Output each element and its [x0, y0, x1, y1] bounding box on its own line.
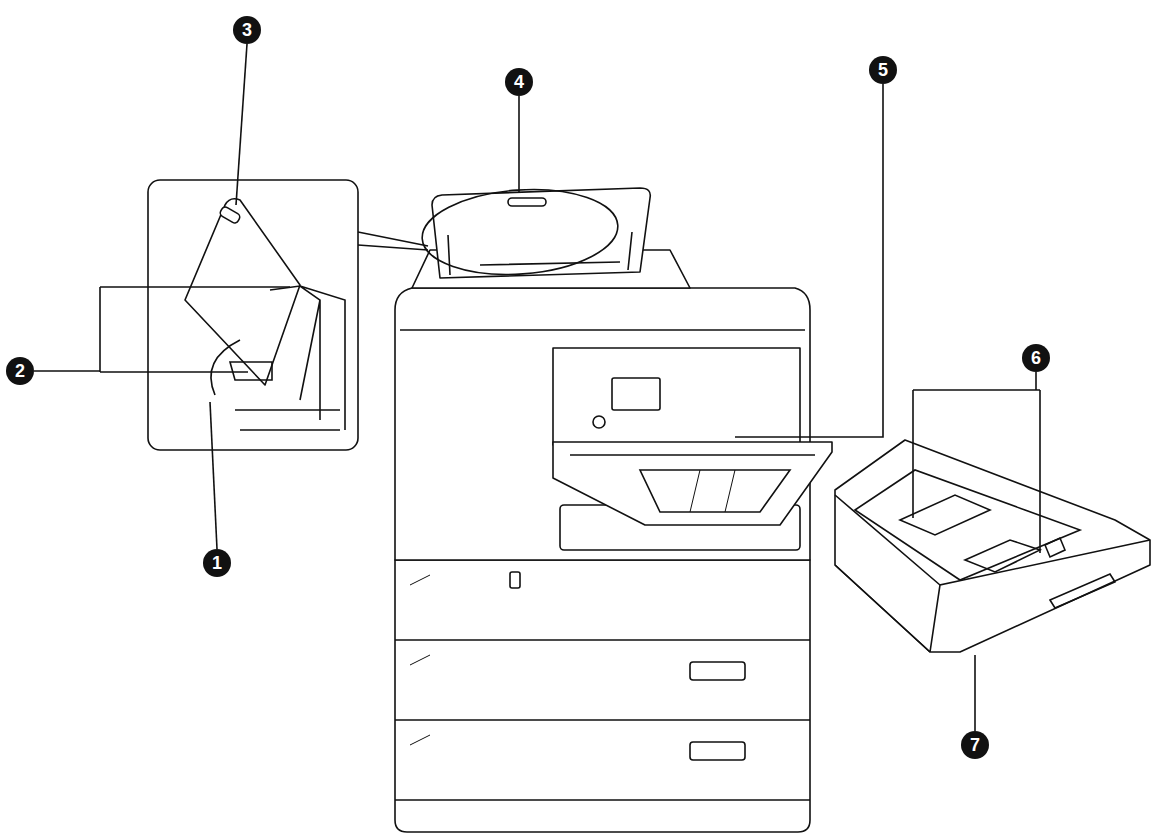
- callout-number: 2: [6, 357, 34, 385]
- printer-body: [395, 288, 832, 832]
- callout-number: 3: [233, 16, 261, 44]
- callout-number: 7: [961, 731, 989, 759]
- rear-paper-feeder: [412, 183, 690, 288]
- callout-number: 5: [869, 56, 897, 84]
- callout-number: 6: [1022, 344, 1050, 372]
- paper-cassette: [835, 440, 1150, 652]
- callout-number: 4: [505, 68, 533, 96]
- leader-lines: [34, 44, 1040, 731]
- detail-inset: [148, 180, 428, 450]
- callout-number: 1: [203, 549, 231, 577]
